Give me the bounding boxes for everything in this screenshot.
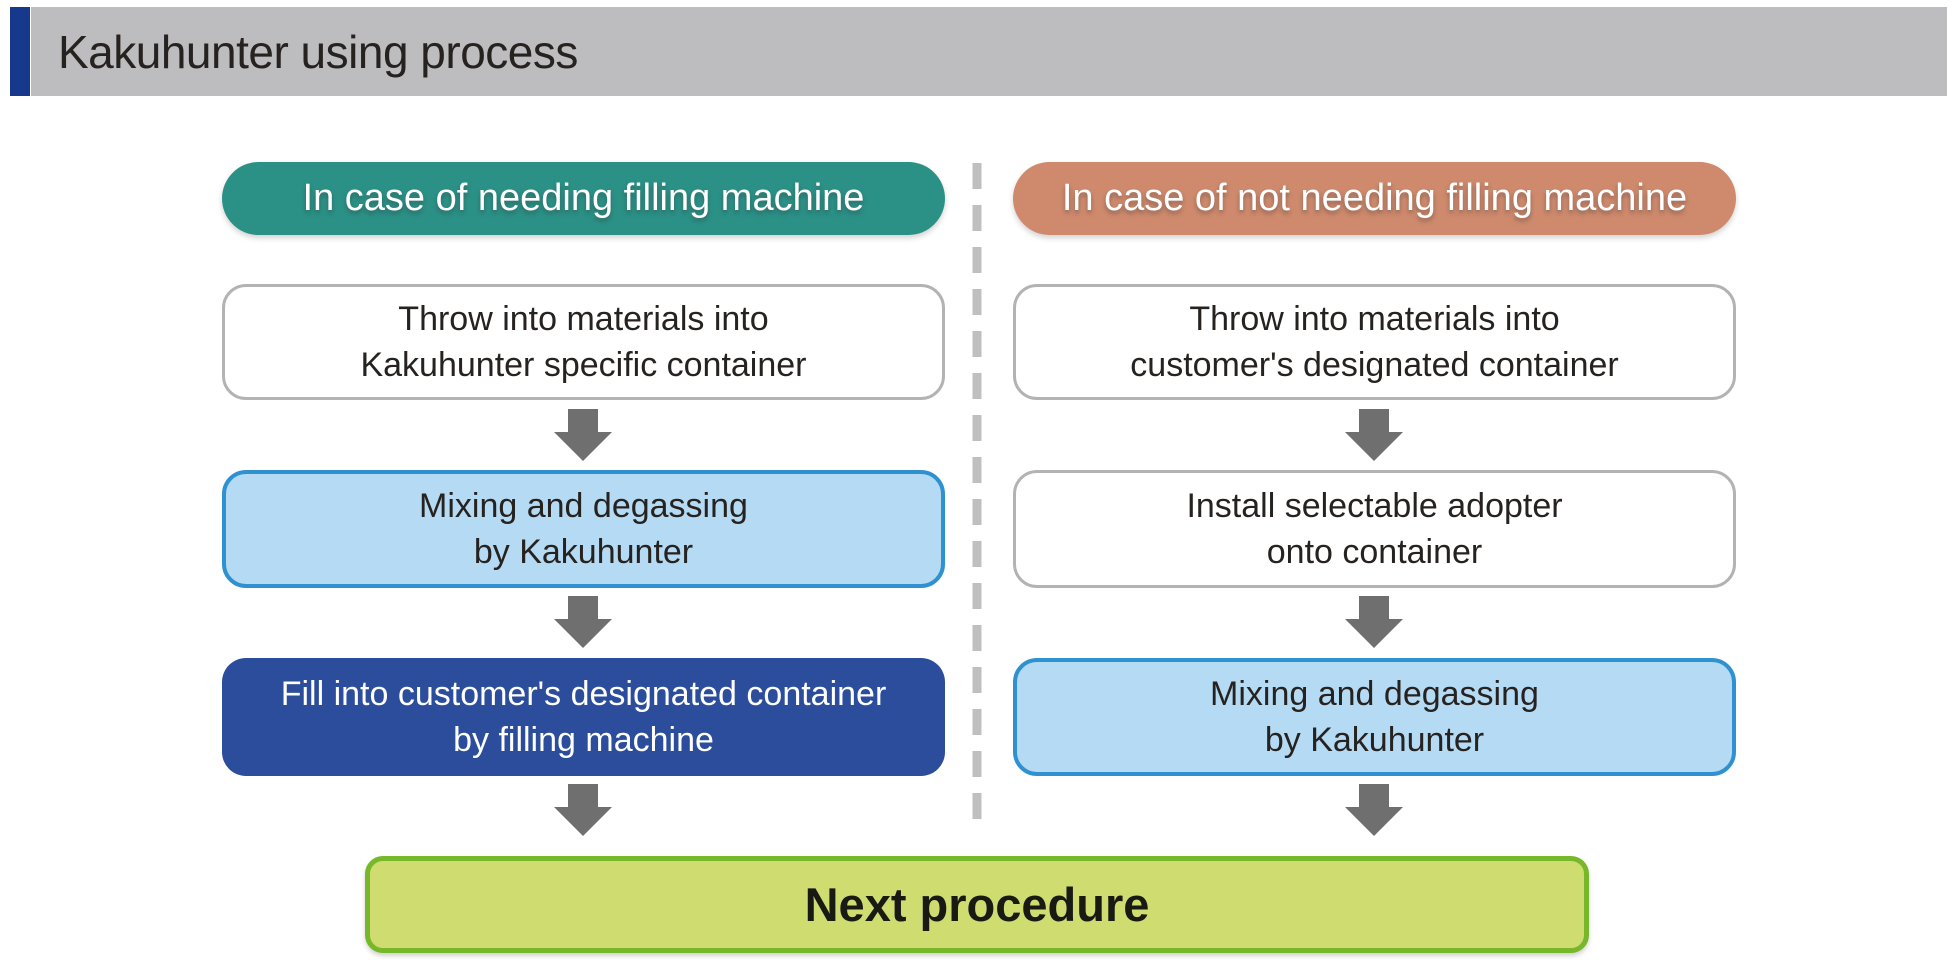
header-bar: Kakuhunter using process [10,7,1947,96]
page-title: Kakuhunter using process [58,25,578,78]
down-arrow-icon [1345,596,1403,648]
column-header-needing-filling-machine: In case of needing filling machine [222,162,945,235]
column-divider [971,163,983,831]
step-left-mixing-degassing: Mixing and degassing by Kakuhunter [222,470,945,588]
down-arrow-icon [554,596,612,648]
step-right-throw-materials: Throw into materials into customer's des… [1013,284,1736,400]
step-left-throw-materials: Throw into materials into Kakuhunter spe… [222,284,945,400]
down-arrow-icon [554,784,612,836]
header-background: Kakuhunter using process [31,7,1947,96]
step-right-mixing-degassing: Mixing and degassing by Kakuhunter [1013,658,1736,776]
down-arrow-icon [554,409,612,461]
down-arrow-icon [1345,784,1403,836]
down-arrow-icon [1345,409,1403,461]
step-right-install-adopter: Install selectable adopter onto containe… [1013,470,1736,588]
header-accent-bar [10,7,30,96]
column-header-not-needing-filling-machine: In case of not needing filling machine [1013,162,1736,235]
next-procedure-box: Next procedure [365,856,1589,953]
step-left-fill-by-filling-machine: Fill into customer's designated containe… [222,658,945,776]
